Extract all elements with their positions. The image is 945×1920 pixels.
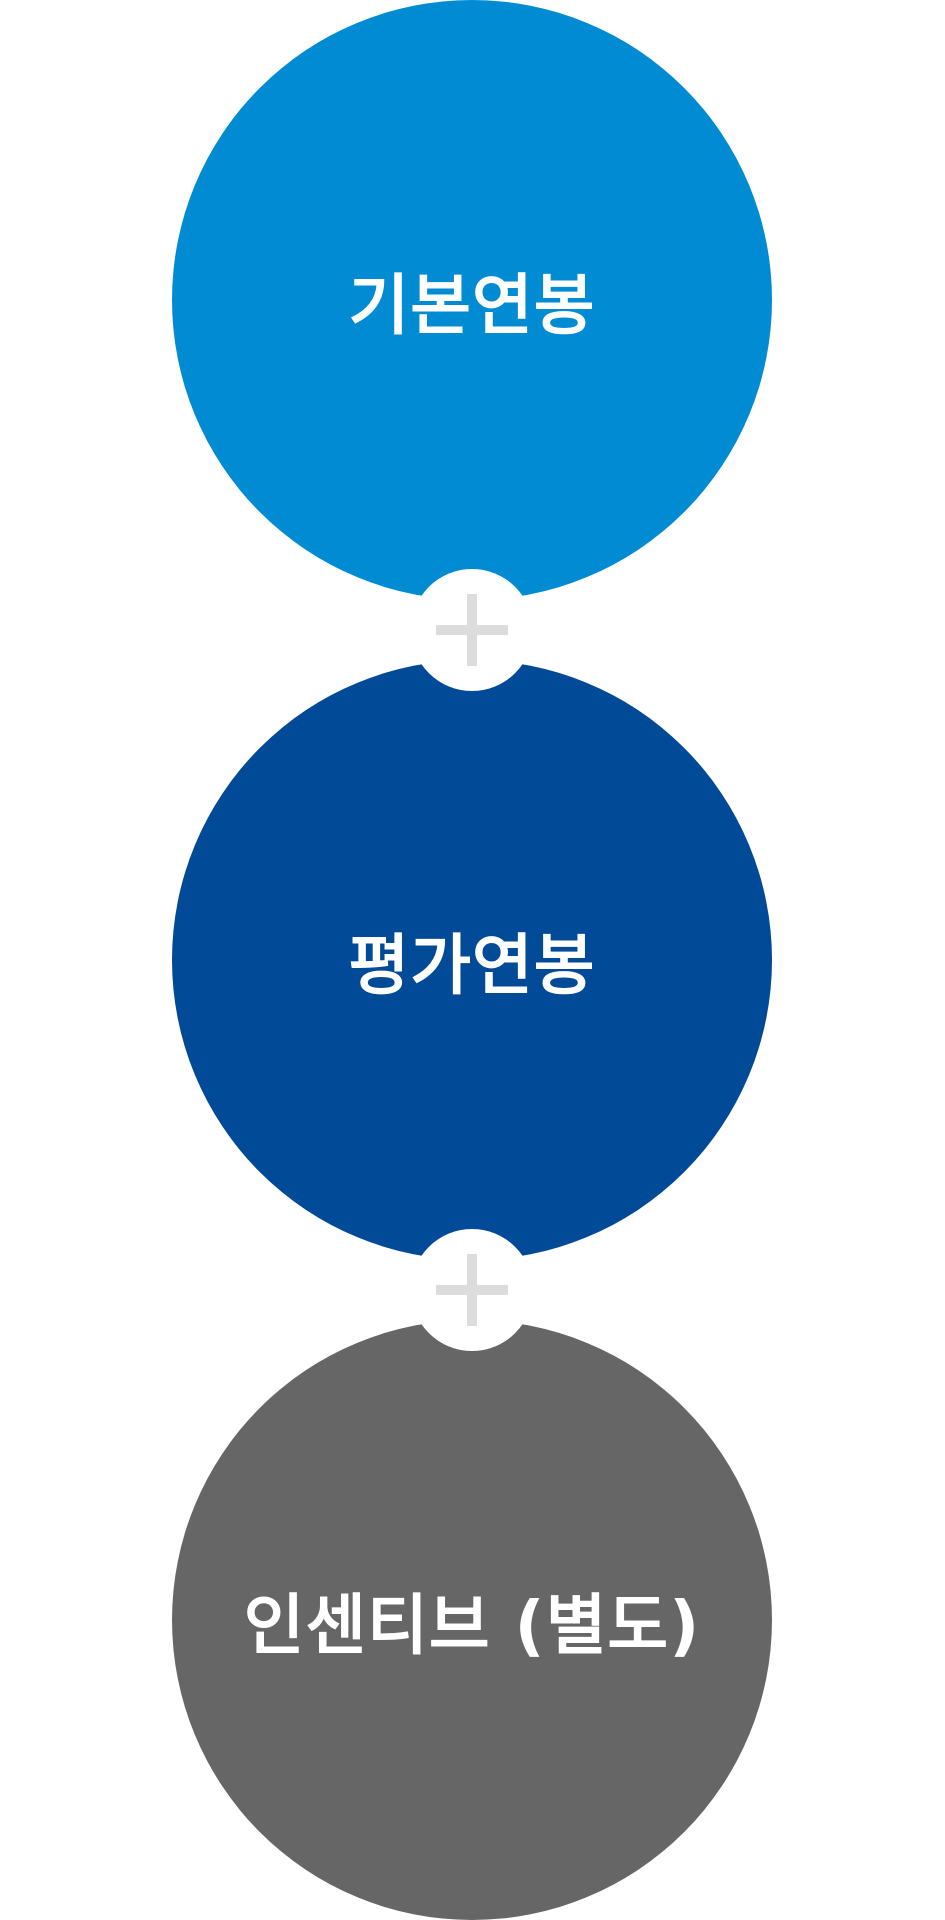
connector-2 [411,1229,533,1351]
circle-base-salary: 기본연봉 [172,0,772,600]
circle-incentive: 인센티브 (별도) [172,1320,772,1920]
circle-evaluation-salary: 평가연봉 [172,660,772,1260]
circle-label-evaluation-salary: 평가연봉 [348,927,596,1004]
circle-label-base-salary: 기본연봉 [348,267,596,344]
plus-icon [436,1254,508,1326]
connector-1 [411,569,533,691]
plus-icon [436,594,508,666]
circle-label-incentive: 인센티브 (별도) [243,1587,701,1664]
